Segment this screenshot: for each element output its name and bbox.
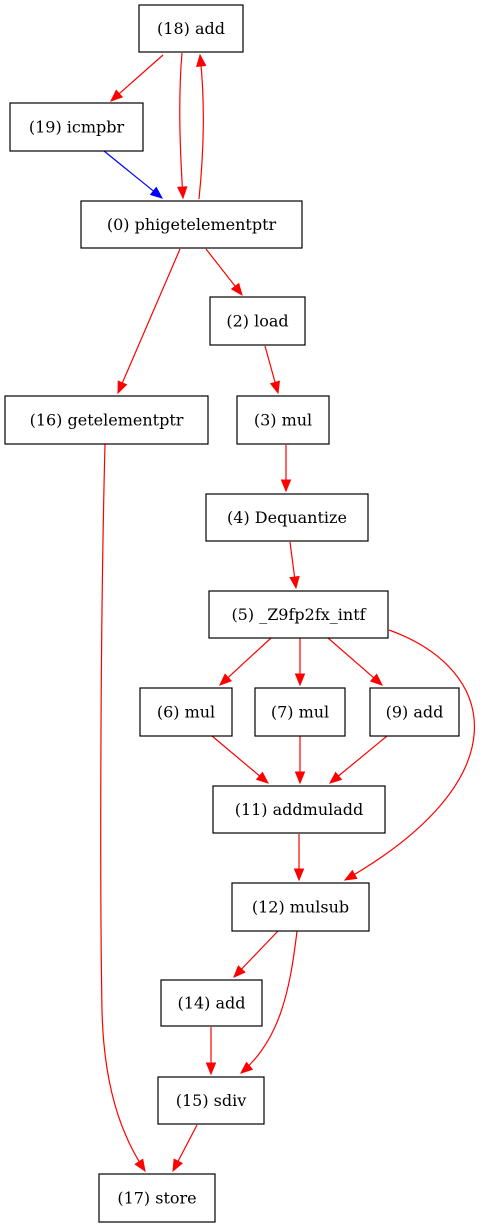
edge-19-to-0 xyxy=(103,150,156,193)
edge-0-to-18-arrowhead xyxy=(196,53,207,68)
edge-0-to-18 xyxy=(198,54,204,200)
node-11: (11) addmuladd xyxy=(212,785,386,834)
node-15: (15) sdiv xyxy=(157,1076,265,1125)
node-6: (6) mul xyxy=(139,687,233,737)
edge-18-to-0 xyxy=(179,52,184,199)
edge-0-to-16-arrowhead xyxy=(117,380,128,395)
node-box xyxy=(254,687,346,737)
node-box xyxy=(212,785,386,834)
node-17: (17) store xyxy=(98,1173,216,1223)
node-box xyxy=(160,979,263,1027)
node-label: (4) Dequantize xyxy=(227,508,347,527)
node-label: (15) sdiv xyxy=(176,1091,247,1110)
node-9: (9) add xyxy=(369,687,460,737)
edge-5-to-9-arrowhead xyxy=(369,673,383,686)
node-box xyxy=(98,1173,216,1223)
edge-9-to-11 xyxy=(336,735,388,778)
node-box xyxy=(157,1076,265,1125)
node-12: (12) mulsub xyxy=(231,882,370,932)
edge-5-to-7-arrowhead xyxy=(294,673,306,687)
node-label: (9) add xyxy=(386,703,444,722)
node-2: (2) load xyxy=(209,296,306,346)
nodes-layer: (18) add (19) icmpbr (0) phigetelementptr (… xyxy=(4,4,460,1223)
edge-5-to-12 xyxy=(344,629,476,881)
node-box xyxy=(369,687,460,737)
edge-4-to-5 xyxy=(289,541,296,580)
edge-12-to-14-arrowhead xyxy=(233,965,246,978)
node-0: (0) phigetelementptr xyxy=(80,200,303,249)
edge-5-to-6-arrowhead xyxy=(219,673,233,686)
node-box xyxy=(4,395,209,445)
node-18: (18) add xyxy=(138,4,244,53)
edge-18-to-19 xyxy=(117,54,164,96)
edge-5-to-9 xyxy=(327,637,376,680)
node-14: (14) add xyxy=(160,979,263,1027)
edge-12-to-14 xyxy=(239,930,279,971)
node-label: (2) load xyxy=(226,312,288,331)
node-5: (5) _Z9fp2fx_intf xyxy=(208,590,389,639)
edge-2-to-3-arrowhead xyxy=(269,380,280,395)
node-box xyxy=(80,200,303,249)
node-label: (3) mul xyxy=(254,411,312,430)
node-label: (17) store xyxy=(117,1189,196,1208)
node-label: (18) add xyxy=(157,19,225,38)
edge-12-to-15 xyxy=(240,930,298,1074)
node-label: (6) mul xyxy=(157,703,215,722)
node-label: (5) _Z9fp2fx_intf xyxy=(231,605,366,624)
node-19: (19) icmpbr xyxy=(9,102,144,152)
node-4: (4) Dequantize xyxy=(205,493,369,542)
edges-layer xyxy=(100,52,476,1173)
edge-0-to-2-arrowhead xyxy=(230,282,243,297)
node-label: (19) icmpbr xyxy=(29,118,125,137)
edge-16-to-17 xyxy=(100,443,146,1172)
edge-16-to-17-arrowhead xyxy=(134,1158,146,1173)
edge-0-to-16 xyxy=(121,248,181,385)
edge-15-to-17-arrowhead xyxy=(172,1158,183,1173)
node-box xyxy=(236,395,330,445)
edge-5-to-6 xyxy=(226,637,272,680)
edge-7-to-11-arrowhead xyxy=(294,771,306,785)
node-16: (16) getelementptr xyxy=(4,395,209,445)
node-3: (3) mul xyxy=(236,395,330,445)
edge-11-to-12-arrowhead xyxy=(293,868,305,882)
node-box xyxy=(208,590,389,639)
node-label: (14) add xyxy=(178,994,246,1013)
node-box xyxy=(9,102,144,152)
node-label: (0) phigetelementptr xyxy=(107,215,277,234)
edge-6-to-11 xyxy=(211,735,262,778)
node-box xyxy=(231,882,370,932)
edge-18-to-0-arrowhead xyxy=(177,186,188,200)
node-label: (7) mul xyxy=(271,703,329,722)
edge-3-to-4-arrowhead xyxy=(280,479,292,493)
edge-18-to-19-arrowhead xyxy=(110,89,124,102)
node-7: (7) mul xyxy=(254,687,346,737)
edge-14-to-15-arrowhead xyxy=(205,1062,217,1076)
edge-15-to-17 xyxy=(176,1124,198,1164)
edge-2-to-3 xyxy=(264,345,277,385)
edge-4-to-5-arrowhead xyxy=(289,575,300,590)
edge-9-to-11-arrowhead xyxy=(328,771,343,784)
edge-12-to-15-arrowhead xyxy=(239,1061,254,1074)
node-box xyxy=(209,296,306,346)
node-box xyxy=(139,687,233,737)
edge-6-to-11-arrowhead xyxy=(255,771,270,784)
node-box xyxy=(205,493,369,542)
edge-0-to-2 xyxy=(205,248,237,289)
node-label: (12) mulsub xyxy=(252,898,349,917)
node-label: (11) addmuladd xyxy=(235,800,364,819)
edge-5-to-12-arrowhead xyxy=(343,869,358,881)
node-box xyxy=(138,4,244,53)
edge-19-to-0-arrowhead xyxy=(149,186,164,199)
node-label: (16) getelementptr xyxy=(30,411,184,430)
